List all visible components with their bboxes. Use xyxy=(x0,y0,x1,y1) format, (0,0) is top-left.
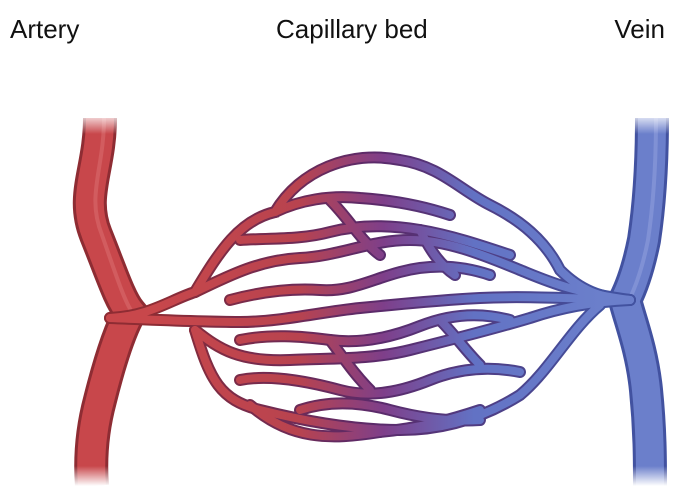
capillary-network xyxy=(110,157,630,436)
artery-vessel xyxy=(90,118,132,486)
